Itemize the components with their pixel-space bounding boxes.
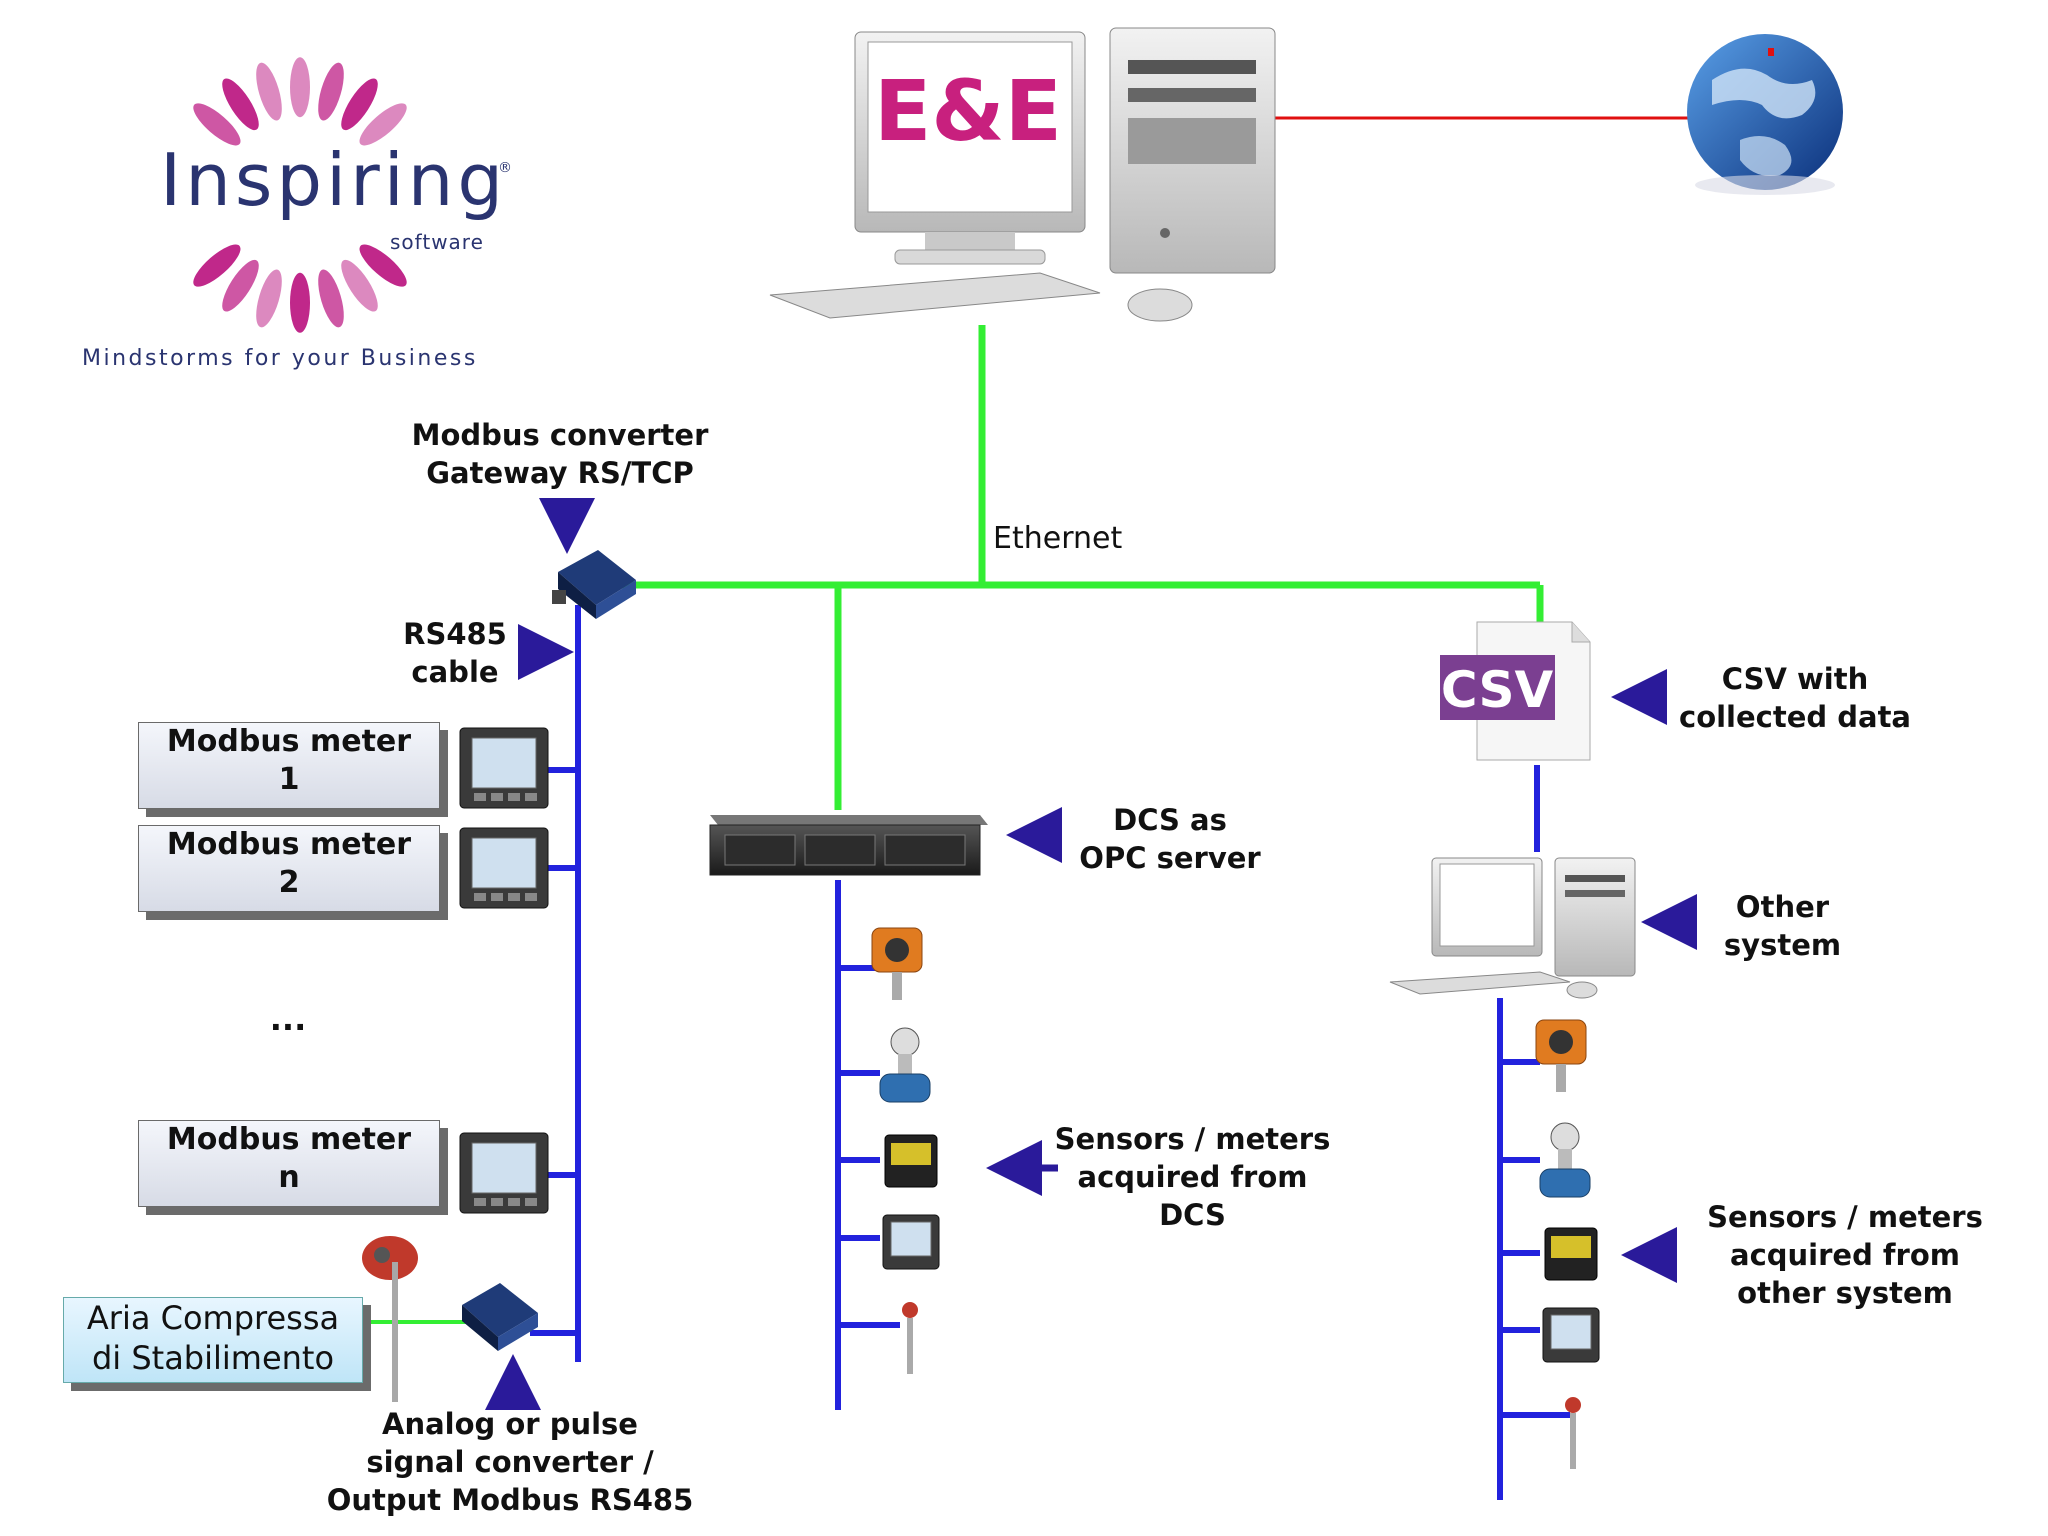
power-meter-icon (1542, 1307, 1600, 1363)
meter-devices (459, 727, 549, 1214)
power-meter-icon (459, 1132, 549, 1214)
ethernet-label: Ethernet (993, 521, 1123, 556)
probe-sensor-icon (1565, 1397, 1581, 1469)
rs485-cable-label: RS485 cable (403, 617, 507, 689)
meters-ellipsis: ... (269, 1000, 307, 1038)
power-meter-icon (882, 1214, 940, 1270)
other-system-label: Other system (1723, 890, 1842, 962)
modbus-meter-2-box: Modbus meter 2 (138, 825, 440, 912)
csv-file-icon (1440, 621, 1591, 761)
flowmeter-icon (879, 1027, 931, 1103)
ee-screen-text: E&E (874, 62, 1062, 160)
logo-registered-mark: ® (498, 160, 512, 176)
transmitter-icon (871, 927, 923, 1000)
flowmeter-icon (1539, 1122, 1591, 1198)
dcs-label: DCS as OPC server (1079, 803, 1261, 875)
dcs-sensors-label: Sensors / meters acquired from DCS (1054, 1122, 1331, 1232)
other-system-bus (1497, 765, 1570, 1500)
logo-tagline: Mindstorms for your Business (82, 346, 478, 371)
power-meter-icon (459, 827, 549, 909)
csv-badge-text: CSV (1441, 661, 1554, 719)
logo-sub-text: software (390, 230, 484, 254)
probe-sensor-icon (902, 1302, 918, 1374)
inspiring-logo-icon (193, 57, 407, 333)
other-sensors-label: Sensors / meters acquired from other sys… (1707, 1200, 1983, 1310)
aria-compressa-box: Aria Compressa di Stabilimento (63, 1297, 363, 1383)
csv-label: CSV with collected data (1679, 662, 1911, 734)
ethernet-network (620, 325, 1544, 810)
modbus-gateway-icon (552, 550, 636, 619)
modbus-meter-1-box: Modbus meter 1 (138, 722, 440, 809)
display-unit-icon (1544, 1227, 1598, 1281)
flow-meter-icon (362, 1236, 418, 1402)
signal-converter-label: Analog or pulse signal converter / Outpu… (326, 1407, 694, 1517)
gateway-label: Modbus converter Gateway RS/TCP (411, 418, 709, 490)
other-system-computer-icon (1389, 857, 1636, 999)
sensor-devices (871, 927, 1600, 1469)
rs485-bus (530, 605, 581, 1362)
internet-globe-icon (1687, 34, 1843, 195)
logo-brand-text: Inspiring (160, 138, 508, 222)
transmitter-icon (1535, 1019, 1587, 1092)
dcs-server-icon (709, 815, 988, 876)
modbus-meter-n-box: Modbus meter n (138, 1120, 440, 1207)
power-meter-icon (459, 727, 549, 809)
signal-converter-icon (462, 1283, 538, 1351)
pointer-arrows (485, 498, 1697, 1410)
main-computer-icon (769, 27, 1276, 322)
display-unit-icon (884, 1134, 938, 1188)
